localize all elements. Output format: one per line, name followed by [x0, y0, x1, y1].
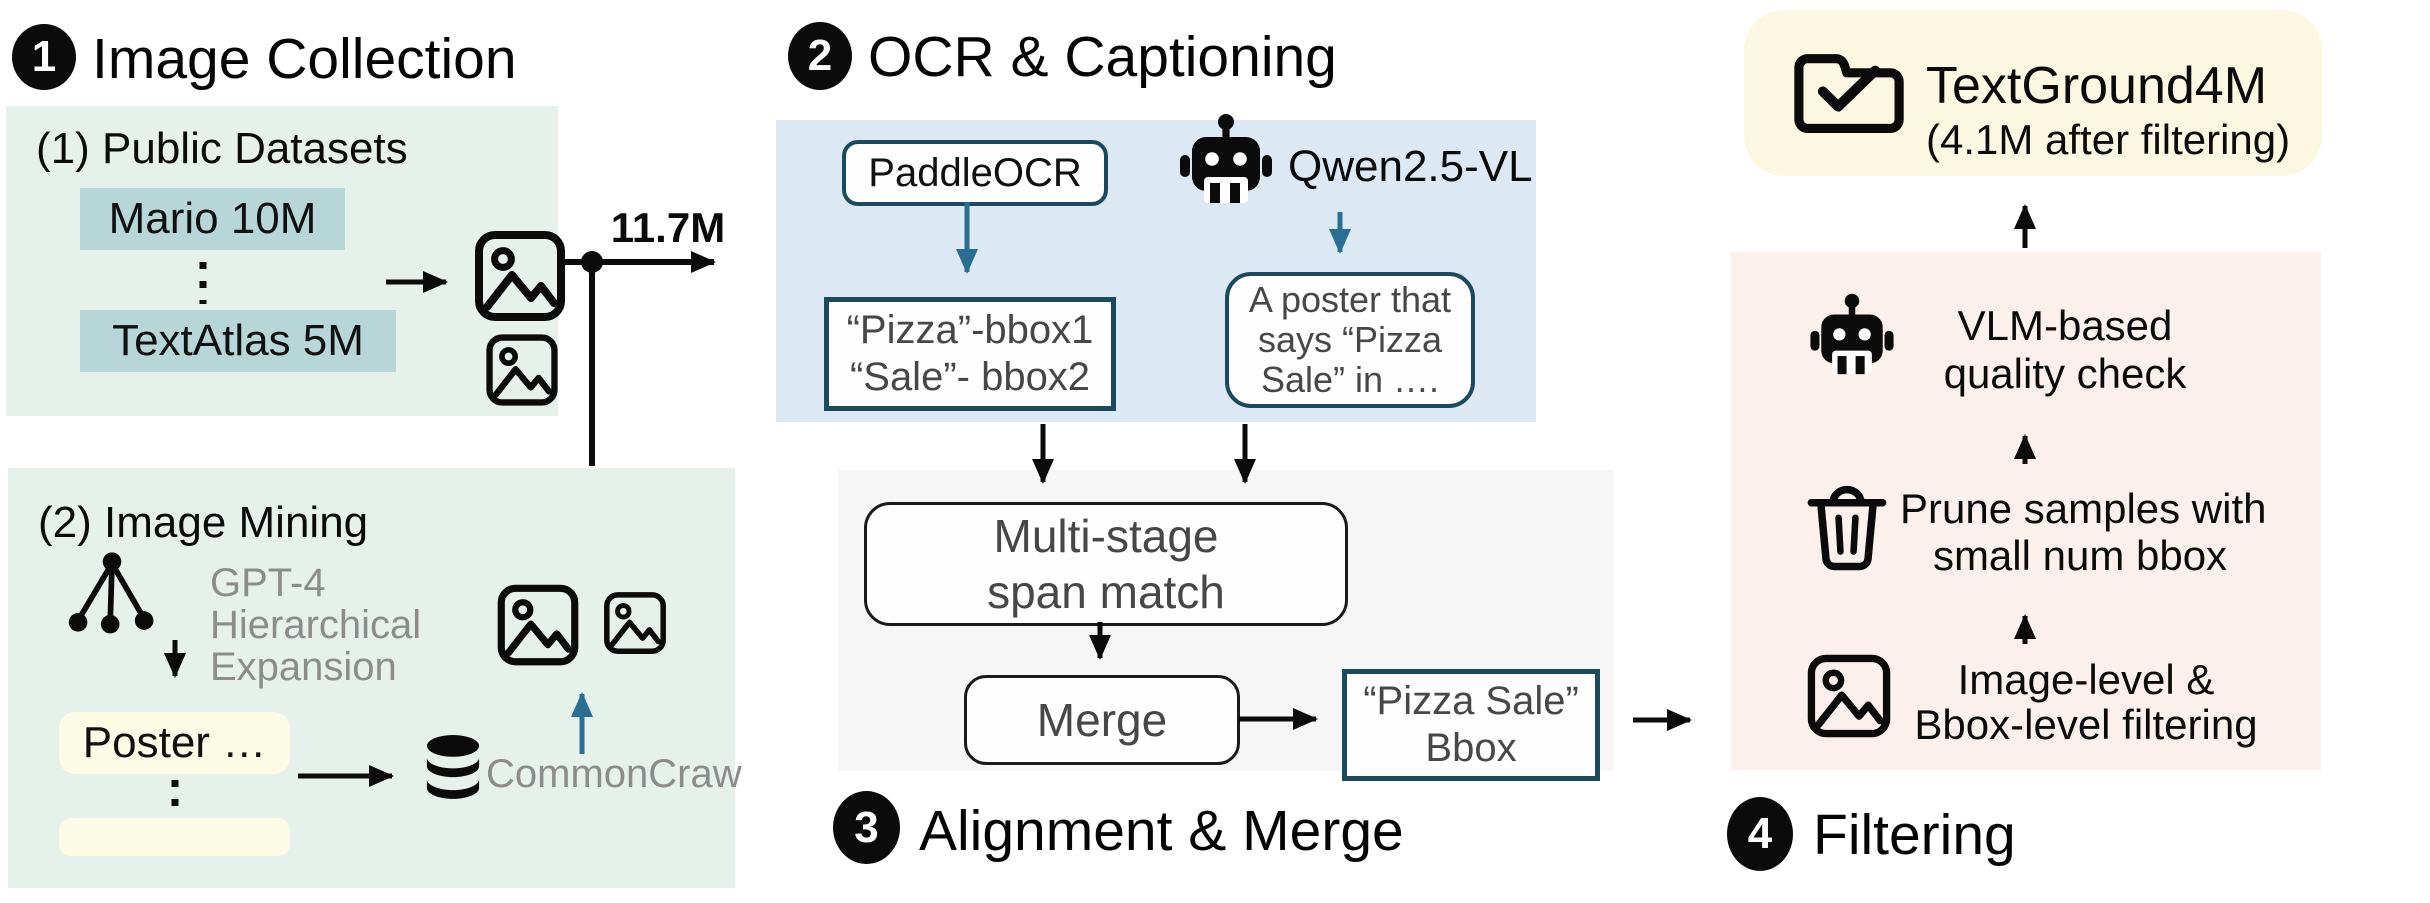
dataset-chip-mario: Mario 10M: [80, 188, 345, 250]
step-number: 4: [1747, 809, 1773, 858]
text-line: span match: [987, 566, 1225, 618]
step-2-badge: 2: [788, 22, 852, 90]
step-1-title: Image Collection: [92, 27, 517, 91]
step-number: 2: [807, 31, 833, 80]
query-box-empty: [59, 818, 290, 856]
step-4-title: Filtering: [1813, 803, 2016, 867]
text-line: “Pizza Sale”: [1363, 679, 1579, 723]
text-line: “Pizza”-bbox1: [846, 308, 1094, 352]
tree-icon: [62, 548, 162, 636]
flow-count-label: 11.7M: [610, 204, 726, 251]
step-3-badge: 3: [833, 791, 900, 864]
folder-check-icon: [1788, 36, 1910, 138]
step-number: 1: [31, 32, 57, 81]
caption-output-box: A poster that says “Pizza Sale” in ….: [1225, 272, 1475, 408]
text-line: Merge: [1036, 694, 1168, 746]
image-icon: [602, 590, 668, 656]
dataset-chip-textatlas: TextAtlas 5M: [80, 310, 396, 372]
ocr-output-box: “Pizza”-bbox1 “Sale”- bbox2: [824, 297, 1116, 411]
paddleocr-box: PaddleOCR: [842, 140, 1108, 206]
image-icon: [495, 582, 581, 668]
query-box-poster: Poster …: [59, 712, 290, 774]
filter-step-prune: Prune samples with small num bbox: [1900, 485, 2267, 579]
result-dataset-box: [1744, 10, 2322, 176]
merge-box: Merge: [964, 675, 1240, 765]
step-1-badge: 1: [12, 24, 76, 90]
robot-icon: [1178, 110, 1274, 216]
image-mining-label: (2) Image Mining: [38, 498, 369, 547]
span-match-box: Multi-stage span match: [864, 502, 1348, 626]
text-line: says “Pizza: [1257, 319, 1443, 360]
text-line: Image-level &: [1957, 656, 2215, 703]
step-2-title: OCR & Captioning: [868, 25, 1337, 89]
qwen-label: Qwen2.5-VL: [1288, 142, 1533, 191]
result-dataset-subtitle: (4.1M after filtering): [1926, 116, 2291, 163]
text-line: small num bbox: [1932, 532, 2228, 579]
public-datasets-label: (1) Public Datasets: [36, 124, 408, 173]
commoncrawl-label: CommonCraw: [486, 752, 742, 796]
gpt4-expansion-label: GPT-4 Hierarchical Expansion: [210, 562, 421, 688]
text-line: A poster that: [1248, 279, 1452, 320]
step-3-title: Alignment & Merge: [919, 799, 1404, 863]
text-line: Sale” in ….: [1260, 359, 1440, 400]
text-line: VLM-based: [1957, 302, 2173, 349]
junction-dot: [581, 251, 603, 273]
image-icon: [484, 332, 560, 408]
robot-icon: [1808, 291, 1896, 385]
image-icon: [472, 228, 568, 324]
text-line: GPT-4: [210, 561, 326, 605]
image-icon: [1804, 652, 1894, 740]
text-line: Multi-stage: [993, 510, 1219, 562]
text-line: quality check: [1943, 350, 2187, 397]
text-line: Expansion: [210, 645, 397, 689]
step-4-badge: 4: [1727, 797, 1793, 871]
trash-icon: [1802, 478, 1892, 580]
step-number: 3: [854, 802, 879, 852]
database-icon: [424, 734, 482, 810]
merged-bbox-box: “Pizza Sale” Bbox: [1342, 669, 1600, 781]
text-line: Prune samples with: [1900, 485, 2267, 532]
text-line: Bbox-level filtering: [1914, 701, 2258, 748]
filter-step-image-bbox: Image-level & Bbox-level filtering: [1876, 657, 2296, 747]
result-dataset-name: TextGround4M: [1926, 57, 2268, 115]
text-line: “Sale”- bbox2: [849, 355, 1091, 399]
text-line: Hierarchical: [210, 603, 422, 647]
text-line: PaddleOCR: [868, 150, 1082, 195]
text-line: Bbox: [1425, 726, 1517, 770]
filter-step-vlm-check: VLM-based quality check: [1910, 302, 2220, 398]
